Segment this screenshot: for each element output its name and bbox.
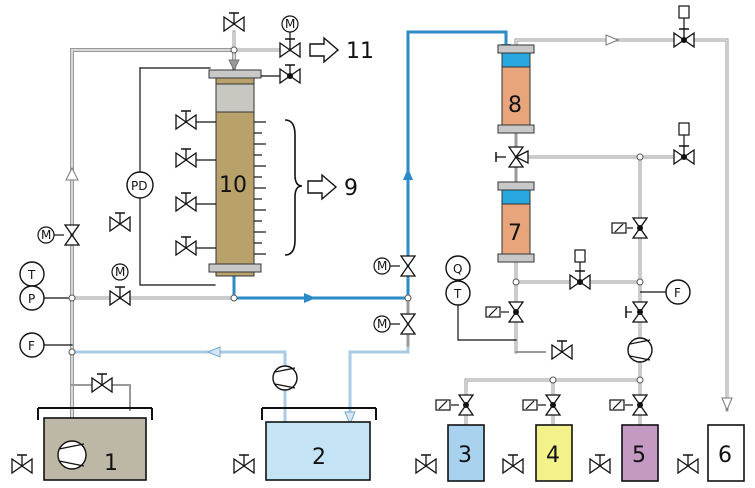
svg-text:T: T [27, 268, 36, 282]
pd-label: PD [131, 179, 147, 193]
tank-3-label: 3 [458, 443, 472, 468]
motor-icon [373, 315, 391, 333]
riser-motor-valve[interactable] [64, 224, 80, 246]
column-7: 7 [497, 181, 535, 263]
column-8-label: 8 [508, 93, 522, 118]
tank-2: 2 [233, 407, 377, 481]
tank-1-label: 1 [104, 451, 118, 476]
svg-text:M: M [41, 228, 51, 242]
svg-text:F: F [28, 339, 35, 353]
tank-1-bypass-valve[interactable] [91, 373, 113, 393]
tank-3-drain-valve[interactable] [415, 454, 437, 474]
tank-3: 3 [415, 424, 485, 482]
blue-line-motor-valve[interactable] [400, 255, 416, 277]
pd-sensor: PD [126, 171, 154, 199]
svg-text:F: F [674, 286, 681, 300]
svg-text:P: P [28, 292, 35, 306]
column-sampling-valves [109, 110, 216, 256]
pd-bypass-valve[interactable] [109, 212, 131, 232]
pipes [43, 30, 729, 442]
svg-text:M: M [377, 259, 387, 273]
outlet-arrows: 11 9 [307, 36, 374, 201]
tank-2-label: 2 [312, 445, 326, 470]
sample-valve-1[interactable] [175, 110, 197, 130]
motor-icon [373, 257, 391, 275]
tank-2-drain-valve[interactable] [233, 454, 255, 474]
tank-4: 4 [502, 424, 573, 482]
sample-valve-2[interactable] [175, 148, 197, 168]
tank-5-label: 5 [632, 443, 646, 468]
tank-5: 5 [589, 424, 659, 482]
tank-4-label: 4 [546, 443, 560, 468]
left-instruments: M M T P F [19, 46, 412, 358]
tank-5-drain-valve[interactable] [589, 454, 611, 474]
sample-valve-3[interactable] [175, 192, 197, 212]
temperature-sensor-2 [445, 280, 471, 306]
quality-sensor [445, 255, 471, 281]
outlet-11-valve[interactable] [279, 38, 301, 58]
outlet-9-label: 9 [344, 176, 358, 201]
pressure-sensor [19, 285, 45, 311]
flow-sensor [19, 332, 45, 358]
right-valves [485, 5, 695, 384]
feed-valves [91, 373, 648, 416]
sample-outlet-valve[interactable] [551, 340, 573, 360]
tank-6-drain-valve[interactable] [677, 454, 699, 474]
three-way-valve[interactable] [495, 146, 529, 168]
svg-text:Q: Q [453, 262, 462, 276]
motor-icon [37, 226, 55, 244]
tank-1: 1 [11, 407, 153, 481]
tank-6-label: 6 [718, 443, 732, 468]
return-motor-valve[interactable] [400, 313, 416, 335]
tank-6: 6 [677, 424, 745, 482]
svg-text:T: T [453, 287, 462, 301]
bottom-motor-valve[interactable] [109, 286, 131, 306]
column-8: 8 [497, 44, 535, 134]
pump-right[interactable] [627, 337, 653, 363]
pump-2[interactable] [272, 365, 298, 391]
svg-text:M: M [285, 17, 295, 31]
tank-1-drain-valve[interactable] [11, 454, 33, 474]
motor-icon [111, 263, 129, 281]
outlet-11-label: 11 [346, 39, 374, 64]
middle-valves: M M [373, 255, 416, 335]
sample-valve-4[interactable] [175, 236, 197, 256]
pumps [272, 337, 653, 391]
column-top-valves: M [223, 12, 301, 84]
tank-4-drain-valve[interactable] [502, 454, 524, 474]
svg-text:M: M [115, 265, 125, 279]
column-10: 10 [208, 69, 303, 277]
right-instruments: Q T F [445, 255, 691, 306]
flow-arrows [65, 34, 733, 426]
column-10-label: 10 [219, 173, 247, 198]
svg-text:M: M [377, 317, 387, 331]
column-7-label: 7 [508, 221, 522, 246]
top-vent-valve[interactable] [223, 12, 245, 32]
